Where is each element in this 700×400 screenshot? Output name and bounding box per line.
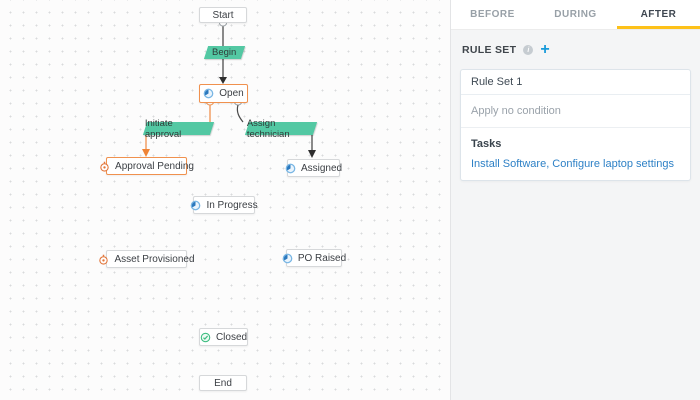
in-progress-clock-icon: [282, 253, 293, 264]
task-link-install-software[interactable]: Install Software: [471, 158, 547, 170]
tab-before[interactable]: BEFORE: [470, 9, 515, 20]
condition-text: Apply no condition: [471, 105, 561, 117]
node-in-progress[interactable]: In Progress: [190, 196, 258, 214]
node-open-label: Open: [219, 88, 244, 99]
info-icon[interactable]: i: [523, 45, 534, 55]
node-open[interactable]: Open: [199, 84, 248, 103]
node-approval-pending[interactable]: Approval Pending: [100, 157, 194, 175]
tasks-heading: Tasks: [471, 138, 502, 150]
task-link-configure-laptop-settings[interactable]: Configure laptop settings: [552, 158, 674, 170]
node-end-label: End: [214, 377, 232, 389]
node-closed-label: Closed: [215, 331, 248, 343]
transition-label-begin[interactable]: Begin: [203, 46, 246, 59]
node-closed[interactable]: Closed: [199, 328, 248, 346]
panel-body: RULE SET i + Rule Set 1 Apply no conditi…: [451, 30, 700, 193]
node-end[interactable]: End: [199, 375, 247, 391]
node-approval-pending-label: Approval Pending: [115, 160, 194, 172]
stopwatch-icon: [98, 254, 109, 265]
workflow-canvas[interactable]: Start Open Approval Pending Assigned In: [0, 0, 450, 400]
node-asset-provisioned-label: Asset Provisioned: [114, 253, 195, 265]
tab-during[interactable]: DURING: [554, 9, 597, 20]
rule-set-header: RULE SET i +: [462, 41, 691, 58]
node-po-raised[interactable]: PO Raised: [282, 249, 346, 267]
stopwatch-icon: [99, 161, 110, 172]
node-start[interactable]: Start: [199, 7, 247, 23]
transition-label-initiate-approval[interactable]: Initiate approval: [142, 118, 215, 140]
tasks-links: Install Software,Configure laptop settin…: [471, 158, 680, 170]
in-progress-clock-icon: [285, 163, 296, 174]
transition-label-assign-technician[interactable]: Assign technician: [244, 118, 318, 140]
task-separator: ,: [546, 158, 550, 170]
tab-after[interactable]: AFTER: [617, 0, 700, 29]
check-circle-icon: [200, 332, 211, 343]
node-start-label: Start: [212, 9, 234, 21]
in-progress-clock-icon: [190, 200, 201, 211]
rule-set-card-body: Apply no condition Tasks Install Softwar…: [461, 95, 690, 180]
panel-tabbar: BEFORE DURING AFTER: [451, 0, 700, 30]
in-progress-clock-icon: [203, 88, 214, 99]
node-in-progress-label: In Progress: [206, 199, 258, 211]
node-po-raised-label: PO Raised: [297, 252, 347, 264]
add-rule-set-button[interactable]: +: [540, 41, 550, 58]
rule-set-card: Rule Set 1 Apply no condition Tasks Inst…: [460, 69, 691, 181]
node-assigned-label: Assigned: [300, 162, 343, 174]
properties-panel: BEFORE DURING AFTER RULE SET i + Rule Se…: [450, 0, 700, 400]
node-assigned[interactable]: Assigned: [285, 159, 343, 177]
node-asset-provisioned[interactable]: Asset Provisioned: [99, 250, 195, 268]
rule-set-title: RULE SET: [462, 44, 517, 56]
card-divider: [461, 127, 690, 128]
rule-set-card-title[interactable]: Rule Set 1: [461, 70, 690, 95]
